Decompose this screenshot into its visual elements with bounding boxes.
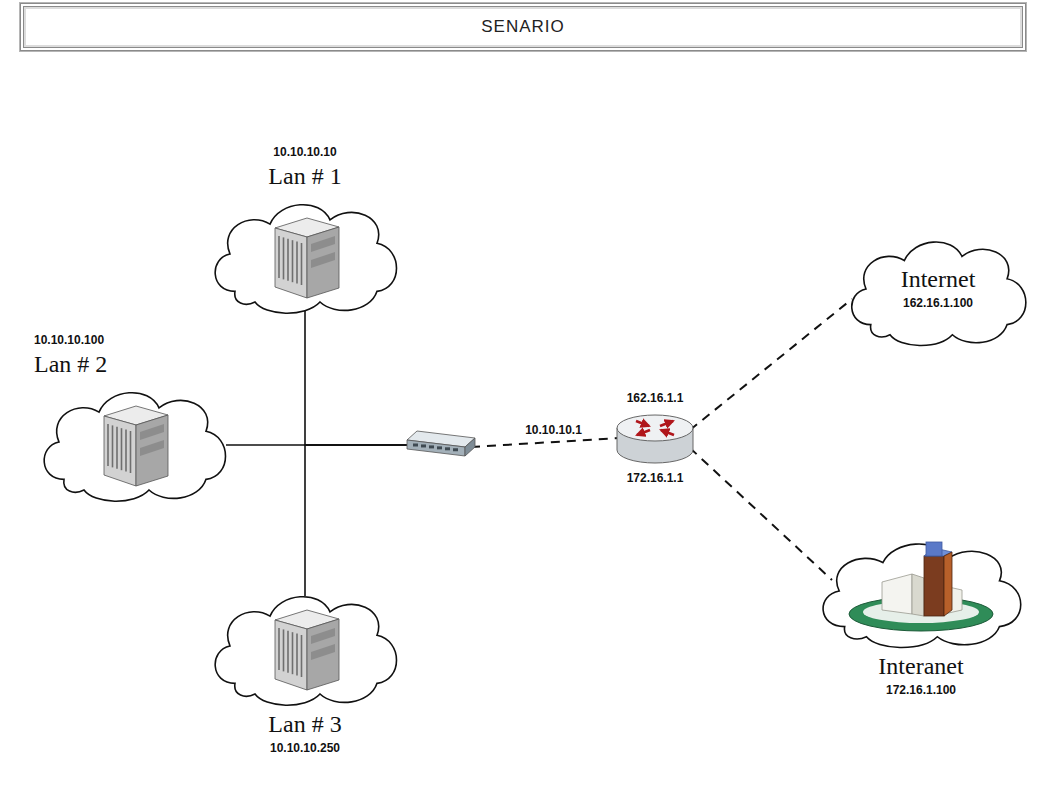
node-art: [205, 190, 405, 318]
router-icon: [617, 415, 693, 463]
node-art: [34, 378, 234, 506]
node-lan: Lan # 3 10.10.10.250: [205, 582, 405, 758]
node-art: [405, 428, 477, 462]
ip-address: 10.10.10.250: [205, 740, 405, 756]
node-graphic: [34, 378, 234, 506]
wan-link: [690, 299, 852, 430]
network-name: Lan # 3: [205, 710, 405, 738]
node-graphic: [205, 582, 405, 710]
wan-link: [471, 438, 620, 447]
cloud-outline: [44, 393, 225, 502]
ip-address: 162.16.1.100: [842, 295, 1034, 311]
ip-address: 172.16.1.1: [610, 470, 700, 486]
node-router: 162.16.1.1 172.16.1.1: [610, 388, 700, 488]
ip-address: 10.10.10.100: [34, 332, 234, 348]
cloud-outline: [823, 544, 1021, 647]
switch-icon: [407, 431, 475, 456]
ip-address: 10.10.10.10: [205, 144, 405, 160]
node-art: [610, 408, 700, 468]
title-text: SENARIO: [481, 17, 565, 37]
ip-address: 172.16.1.100: [812, 682, 1030, 698]
cloud-outline: [215, 205, 396, 314]
wan-link: [690, 448, 832, 580]
network-name: Interanet: [812, 652, 1030, 680]
node-lan: 10.10.10.10Lan # 1: [205, 142, 405, 318]
link-address: 10.10.10.1: [522, 422, 585, 438]
node-switch: [405, 428, 477, 462]
network-name: Internet: [842, 265, 1034, 293]
node-lan: 10.10.10.100Lan # 2: [34, 330, 234, 506]
lan-cable: [305, 445, 407, 596]
node-graphic: [205, 190, 405, 318]
server-icon: [275, 610, 339, 690]
network-name: Lan # 1: [205, 162, 405, 190]
server-icon: [275, 218, 339, 298]
node-graphic: [812, 530, 1030, 652]
lan-cable: [305, 304, 407, 445]
title-banner: SENARIO: [20, 3, 1026, 51]
node-intra: Interanet 172.16.1.100: [812, 530, 1030, 700]
node-art: [812, 530, 1030, 652]
cloud-outline: [215, 597, 396, 706]
ip-address: 162.16.1.1: [610, 390, 700, 406]
node-art: [205, 582, 405, 710]
building-icon: [849, 542, 993, 631]
node-cloud: Internet 162.16.1.100: [842, 228, 1034, 350]
server-icon: [104, 406, 168, 486]
node-graphic: [405, 428, 477, 462]
network-name: Lan # 2: [34, 350, 234, 378]
node-graphic: [610, 408, 700, 468]
cloud-outline: [852, 242, 1026, 345]
